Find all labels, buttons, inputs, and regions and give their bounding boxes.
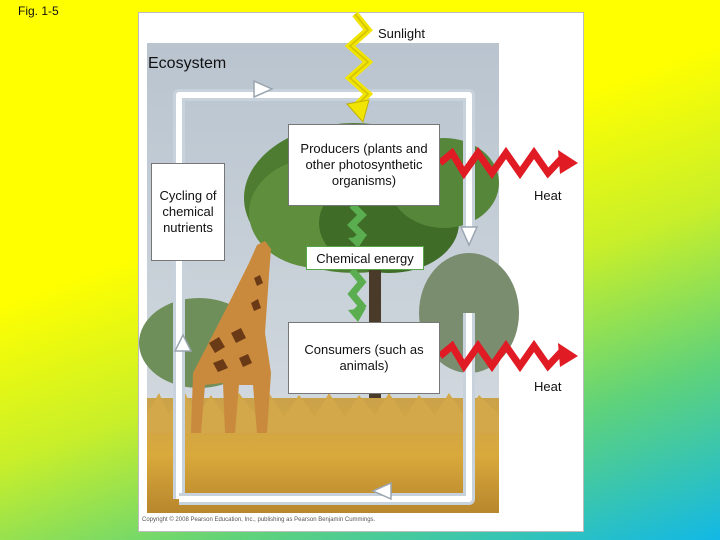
energy-arrow-upper — [352, 205, 362, 240]
producers-box: Producers (plants and other photosynthet… — [288, 124, 440, 206]
chemical-energy-label: Chemical energy — [306, 246, 424, 270]
energy-arrow-lower — [352, 270, 362, 312]
cycling-box: Cycling of chemical nutrients — [151, 163, 225, 261]
copyright-text: Copyright © 2008 Pearson Education, Inc.… — [142, 517, 375, 523]
heat-label-bottom: Heat — [534, 379, 561, 394]
heat-label-top: Heat — [534, 188, 561, 203]
ecosystem-title: Ecosystem — [148, 55, 226, 73]
producers-label: Producers (plants and other photosynthet… — [289, 141, 439, 189]
consumers-box: Consumers (such as animals) — [288, 322, 440, 394]
sunlight-label: Sunlight — [378, 26, 425, 41]
cycling-label: Cycling of chemical nutrients — [152, 188, 224, 236]
heat-arrow-bottom — [440, 346, 562, 366]
consumers-label: Consumers (such as animals) — [289, 342, 439, 374]
heat-arrow-top — [440, 153, 562, 173]
sunlight-arrowhead — [347, 100, 369, 122]
